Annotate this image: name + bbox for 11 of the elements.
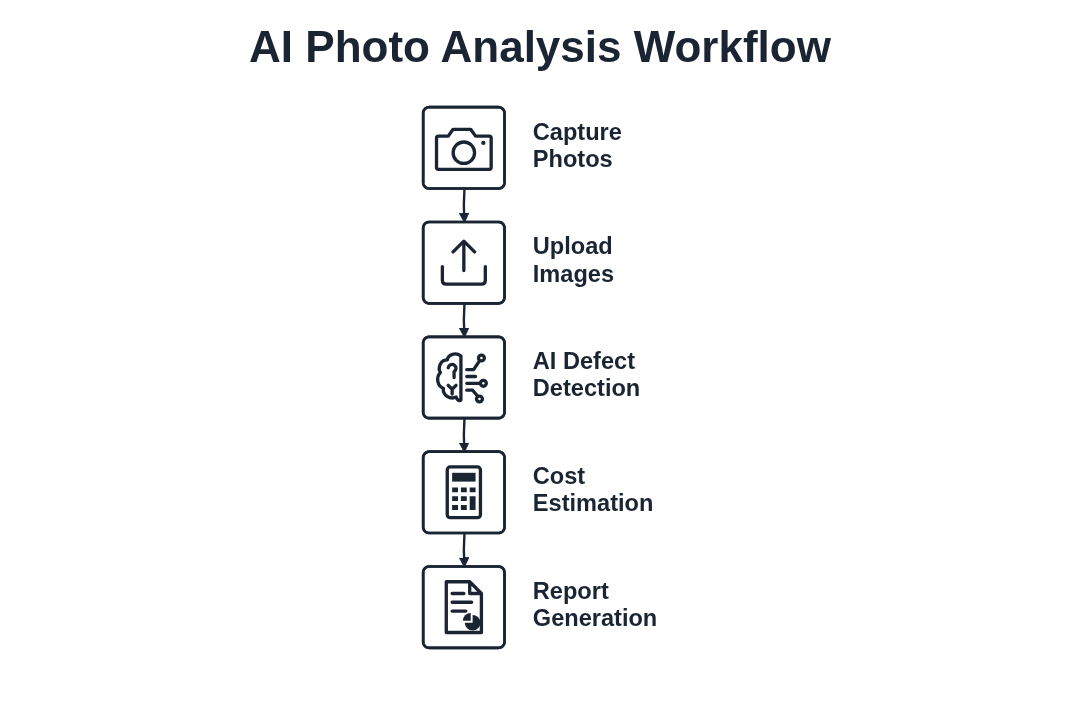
icon-tile [421,220,506,305]
icon-tile [421,565,506,650]
step-label: Report Generation [532,577,658,631]
icon-tile [421,335,506,420]
step-label: Cost Estimation [532,463,654,517]
step-label: AI Defect Detection [532,348,640,402]
step-label: Upload Images [532,233,614,287]
icon-tile [421,105,506,190]
title: AI Photo Analysis Workflow [248,22,832,72]
icon-tile [421,450,506,535]
step-label: Capture Photos [532,118,622,172]
